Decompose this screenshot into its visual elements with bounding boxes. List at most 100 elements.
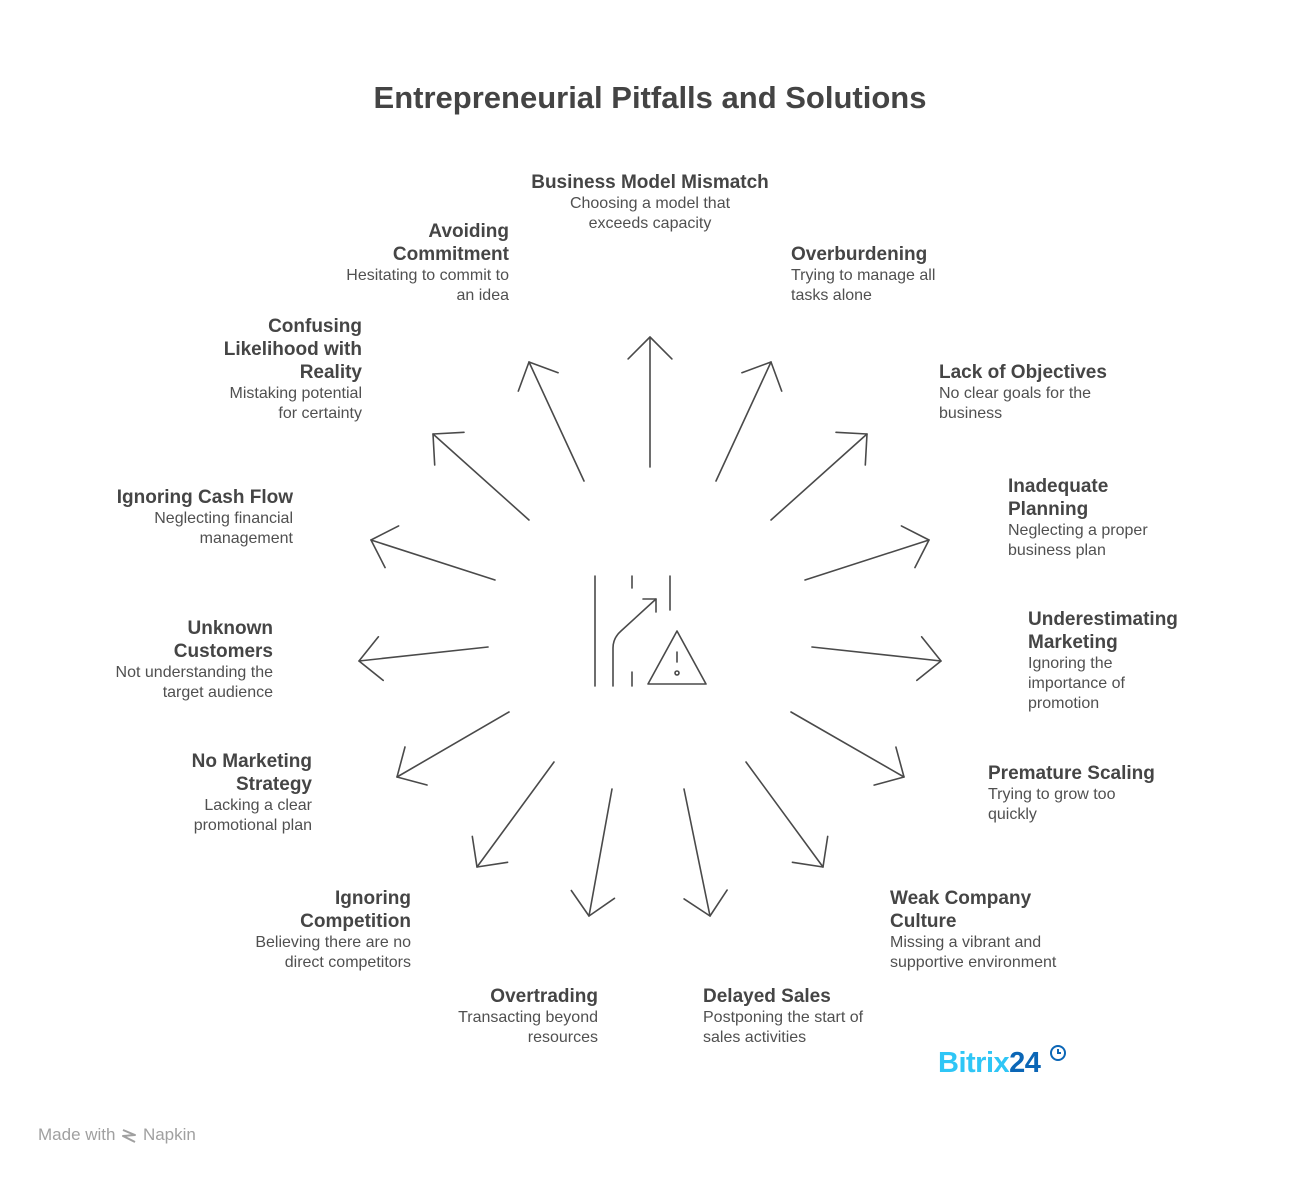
label-premature-scaling: Premature Scaling Trying to grow too qui… — [988, 762, 1163, 825]
arrow-head — [570, 889, 616, 917]
arrow-head — [432, 431, 465, 466]
arrow-head — [900, 525, 930, 569]
label-ignoring-cash-flow: Ignoring Cash Flow Neglecting financial … — [102, 486, 293, 549]
item-title: No Marketing Strategy — [191, 751, 312, 795]
item-title: Inadequate Planning — [1008, 476, 1109, 520]
arrows-group — [358, 336, 942, 917]
label-no-marketing-strategy: No Marketing Strategy Lacking a clear pr… — [162, 750, 312, 836]
item-title: Avoiding Commitment — [392, 221, 509, 265]
arrow-shaft — [370, 539, 496, 581]
item-title: Unknown Customers — [173, 618, 273, 662]
arrow-3 — [770, 431, 868, 521]
item-desc: Choosing a model that exceeds capacity — [569, 195, 731, 232]
arrow-shaft — [358, 646, 489, 662]
brand-part1: Bitrix — [938, 1047, 1010, 1079]
item-title: Premature Scaling — [988, 763, 1155, 784]
label-overburdening: Overburdening Trying to manage all tasks… — [791, 243, 956, 306]
item-title: Overburdening — [791, 244, 928, 265]
item-title: Overtrading — [490, 986, 598, 1007]
label-delayed-sales: Delayed Sales Postponing the start of sa… — [703, 985, 873, 1048]
clock-icon — [1049, 1045, 1066, 1061]
item-title: Ignoring Cash Flow — [116, 487, 293, 508]
label-lack-of-objectives: Lack of Objectives No clear goals for th… — [939, 361, 1119, 424]
arrow-shaft — [770, 433, 868, 521]
item-desc: Postponing the start of sales activities — [703, 1009, 864, 1046]
item-desc: Neglecting financial management — [154, 510, 293, 547]
item-title: Weak Company Culture — [890, 888, 1032, 932]
arrow-8 — [683, 788, 728, 917]
item-desc: Missing a vibrant and supportive environ… — [890, 934, 1057, 971]
label-avoiding-commitment: Avoiding Commitment Hesitating to commit… — [338, 220, 509, 306]
item-desc: Ignoring the importance of promotion — [1028, 655, 1125, 712]
item-title: Delayed Sales — [703, 986, 831, 1007]
arrow-head — [683, 889, 728, 917]
item-title: Ignoring Competition — [300, 888, 411, 932]
bitrix24-logo: Bitrix24 — [938, 1044, 1067, 1080]
arrow-head — [741, 361, 783, 392]
arrow-shaft — [811, 646, 942, 662]
arrow-head — [370, 525, 400, 569]
arrow-7 — [745, 761, 829, 868]
arrow-shaft — [476, 761, 555, 868]
arrow-head — [915, 635, 942, 682]
made-with-label: Made with — [38, 1125, 116, 1144]
diagram-title: Entrepreneurial Pitfalls and Solutions — [373, 80, 927, 115]
item-desc: Believing there are no direct competitor… — [255, 934, 411, 971]
arrow-5 — [811, 635, 942, 682]
item-title: Business Model Mismatch — [531, 172, 769, 193]
arrow-12 — [358, 635, 489, 682]
made-with-napkin: Made with Napkin — [38, 1125, 196, 1145]
arrow-6 — [790, 711, 905, 786]
arrow-4 — [804, 525, 930, 581]
arrow-shaft — [715, 361, 772, 482]
item-desc: Mistaking potential for certainty — [229, 385, 362, 422]
arrow-15 — [517, 361, 585, 482]
arrow-shaft — [804, 539, 930, 581]
item-title: Confusing Likelihood with Reality — [223, 316, 362, 383]
arrow-10 — [471, 761, 555, 868]
road-warning-icon — [594, 575, 707, 687]
item-title: Lack of Objectives — [939, 362, 1107, 383]
label-unknown-customers: Unknown Customers Not understanding the … — [110, 617, 273, 703]
arrow-head — [873, 746, 905, 786]
item-desc: No clear goals for the business — [939, 385, 1092, 422]
arrow-shaft — [588, 788, 613, 917]
arrow-shaft — [528, 361, 585, 482]
arrow-9 — [570, 788, 616, 917]
napkin-label: Napkin — [142, 1125, 196, 1144]
arrow-shaft — [432, 433, 530, 521]
label-underestimating-marketing: Underestimating Marketing Ignoring the i… — [1028, 608, 1188, 714]
arrow-head — [471, 835, 509, 868]
label-inadequate-planning: Inadequate Planning Neglecting a proper … — [1008, 475, 1168, 561]
label-confusing-likelihood: Confusing Likelihood with Reality Mistak… — [201, 315, 362, 424]
napkin-logo-icon — [122, 1128, 137, 1143]
label-weak-company-culture: Weak Company Culture Missing a vibrant a… — [890, 887, 1065, 973]
arrow-head — [517, 361, 559, 392]
arrow-14 — [432, 431, 530, 521]
arrow-head — [835, 431, 868, 466]
arrow-1 — [627, 336, 673, 468]
arrow-13 — [370, 525, 496, 581]
item-desc: Not understanding the target audience — [115, 664, 273, 701]
brand-part2: 24 — [1009, 1047, 1041, 1079]
arrow-shaft — [745, 761, 824, 868]
item-desc: Lacking a clear promotional plan — [193, 797, 312, 834]
arrow-11 — [396, 711, 510, 786]
arrow-head — [358, 635, 385, 682]
item-desc: Trying to manage all tasks alone — [791, 267, 936, 304]
item-title: Underestimating Marketing — [1028, 609, 1178, 653]
item-desc: Trying to grow too quickly — [988, 786, 1116, 823]
item-desc: Transacting beyond resources — [458, 1009, 598, 1046]
arrow-head — [627, 336, 673, 360]
item-desc: Neglecting a proper business plan — [1008, 522, 1148, 559]
arrow-shaft — [683, 788, 711, 917]
arrow-shaft — [396, 711, 510, 778]
arrow-head — [396, 746, 428, 786]
arrow-2 — [715, 361, 783, 482]
label-business-model-mismatch: Business Model Mismatch Choosing a model… — [520, 171, 780, 234]
arrow-head — [791, 835, 829, 868]
arrow-shaft — [790, 711, 905, 778]
item-desc: Hesitating to commit to an idea — [346, 267, 509, 304]
label-overtrading: Overtrading Transacting beyond resources — [428, 985, 598, 1048]
